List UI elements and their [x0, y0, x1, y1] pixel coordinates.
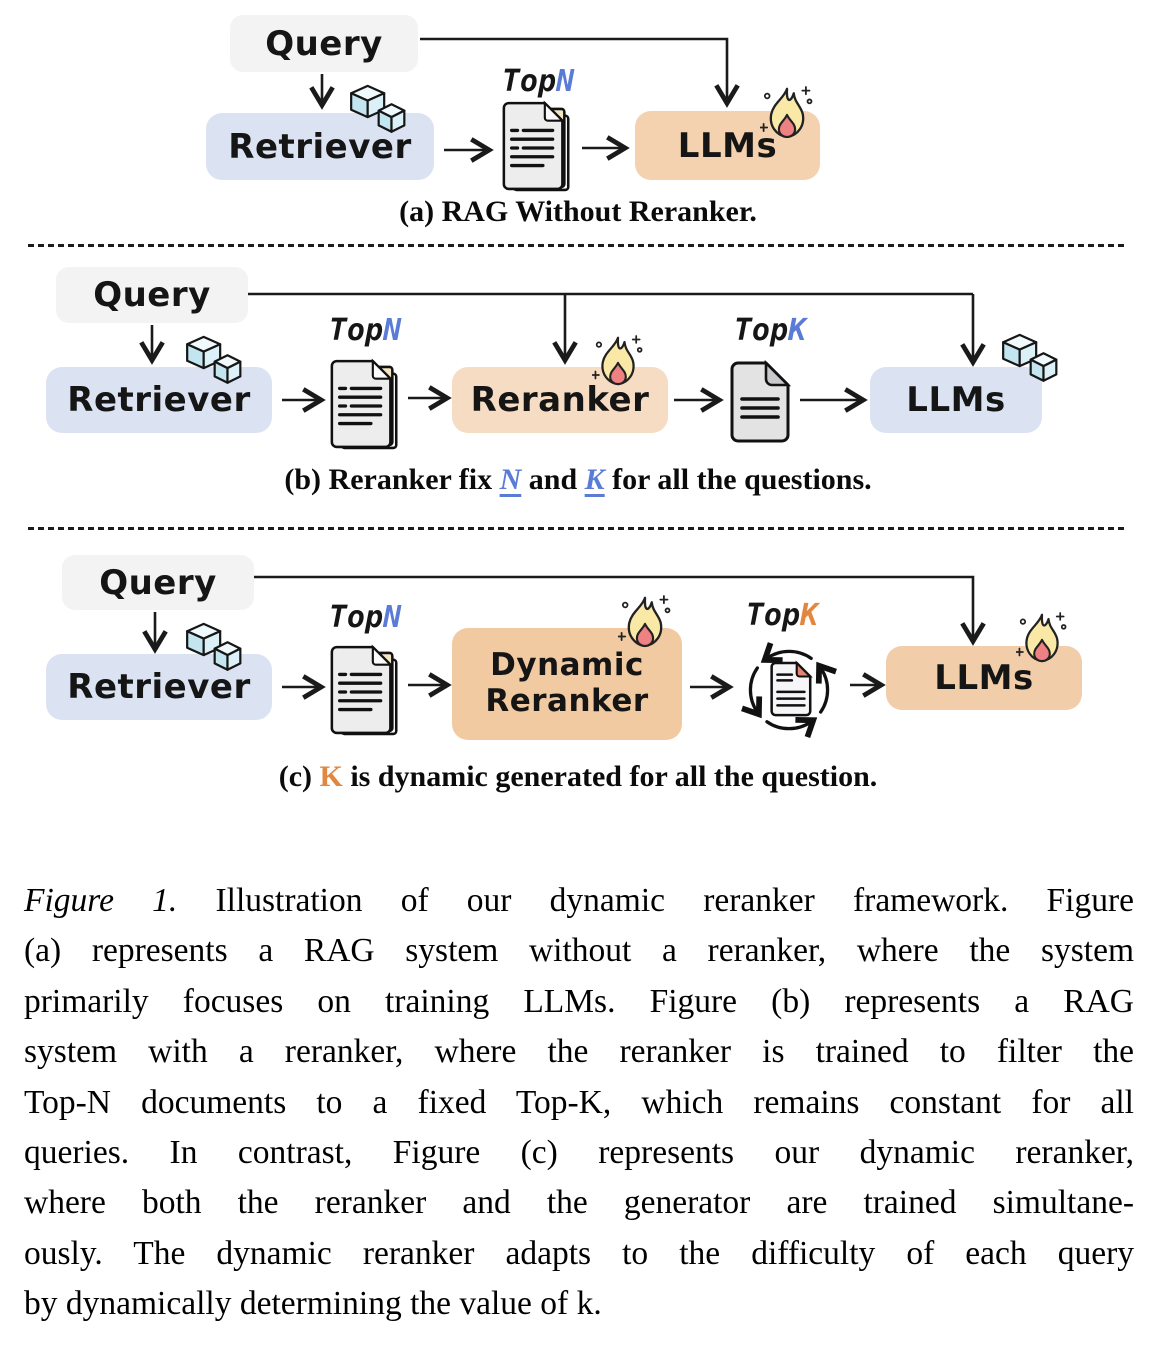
reranker-box: Reranker [452, 367, 668, 433]
top-n-label: TopN [501, 64, 575, 99]
dynamic-reranker-label: Dynamic Reranker [485, 647, 649, 719]
panel-a-caption: (a) RAG Without Reranker. [399, 195, 757, 228]
retriever-label: Retriever [67, 380, 251, 420]
top-k-var: K [800, 598, 819, 633]
panel-b-caption: (b) Reranker fix N and K for all the que… [284, 463, 872, 496]
fire-icon [1016, 610, 1068, 668]
figure-caption-line: Figure 1. Illustration of our dynamic re… [24, 882, 1135, 919]
panel-c-dynamic-reranker: Query Retriever Dynamic Reranker LLMs To… [0, 540, 1156, 812]
llms-label: LLMs [906, 380, 1006, 420]
top-n-label: TopN [328, 600, 402, 635]
query-label: Query [93, 275, 211, 315]
figure-caption-line: by dynamically determining the value of … [24, 1285, 602, 1323]
document-stack-icon [498, 100, 578, 194]
caption-k: K [319, 760, 343, 793]
figure-caption-line: (a) represents a RAG system without a re… [24, 932, 1134, 970]
dashed-divider [28, 527, 1128, 530]
llms-label: LLMs [934, 658, 1034, 698]
query-box: Query [62, 555, 254, 610]
figure-caption-line: queries. In contrast, Figure (c) represe… [24, 1134, 1134, 1172]
caption-k: K [584, 463, 605, 496]
cycle-document-icon [735, 636, 843, 744]
fire-icon [618, 593, 672, 653]
fire-icon [760, 84, 814, 144]
retriever-label: Retriever [228, 126, 412, 167]
panel-a-rag-without-reranker: Query Retriever LLMs TopN (a) RAG Withou… [0, 8, 1156, 244]
figure-caption-line: Top-N documents to a fixed Top-K, which … [24, 1083, 1134, 1121]
retriever-box: Retriever [46, 654, 272, 720]
fire-icon [592, 333, 644, 391]
query-label: Query [265, 23, 383, 64]
ice-cubes-icon [342, 84, 408, 141]
top-n-var: N [556, 64, 575, 99]
ice-cubes-icon [994, 333, 1060, 390]
top-k-label: TopK [733, 313, 807, 348]
top-n-label: TopN [328, 313, 402, 348]
panel-b-fixed-reranker: Query Retriever Reranker LLMs TopN TopK … [0, 255, 1156, 527]
figure-caption-line: primarily focuses on training LLMs. Figu… [24, 982, 1134, 1020]
panel-c-caption: (c) K is dynamic generated for all the q… [278, 760, 878, 793]
top-k-label: TopK [745, 598, 819, 633]
query-label: Query [99, 562, 217, 603]
single-document-icon [726, 359, 794, 445]
figure-caption: Figure 1. Illustration of our dynamic re… [24, 876, 1134, 1330]
ice-cubes-icon [178, 622, 244, 679]
retriever-label: Retriever [67, 667, 251, 707]
figure-caption-label: Figure 1. [24, 882, 178, 919]
document-stack-icon [326, 358, 406, 452]
document-stack-icon [326, 644, 406, 738]
llms-box: LLMs [870, 367, 1042, 433]
caption-n: N [499, 463, 522, 496]
llms-label: LLMs [677, 125, 778, 166]
ice-cubes-icon [178, 335, 244, 392]
figure-caption-line: where both the reranker and the generato… [24, 1184, 1134, 1222]
figure-caption-line: ously. The dynamic reranker adapts to th… [24, 1234, 1134, 1272]
top-k-var: K [788, 313, 807, 348]
query-box: Query [56, 267, 248, 323]
reranker-label: Reranker [470, 380, 650, 420]
top-n-var: N [383, 313, 402, 348]
query-box: Query [230, 15, 418, 72]
dashed-divider [28, 244, 1128, 247]
top-n-var: N [383, 600, 402, 635]
figure-caption-line: system with a reranker, where the rerank… [24, 1033, 1134, 1071]
